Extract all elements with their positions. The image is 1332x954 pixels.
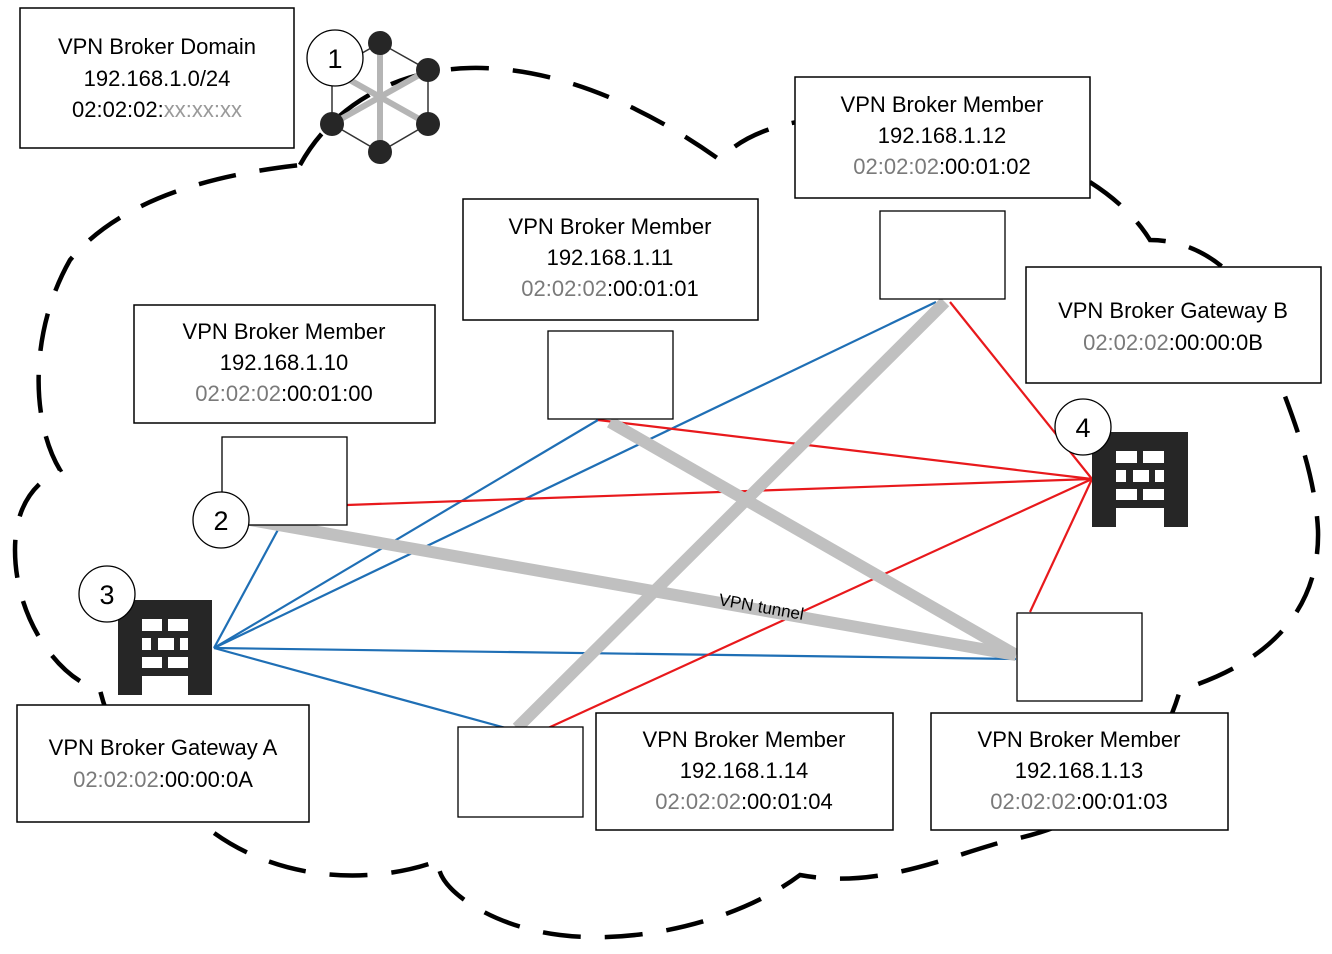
member-label-14: VPN Broker Member 192.168.1.14 02:02:02:… xyxy=(595,712,894,831)
svg-text:02:02:02:00:01:01: 02:02:02:00:01:01 xyxy=(521,276,698,301)
domain-subnet: 192.168.1.0/24 xyxy=(84,66,231,91)
marker-4: 4 xyxy=(1054,398,1112,456)
link-gwa-member-12 xyxy=(213,301,937,649)
domain-label-box: VPN Broker Domain 192.168.1.0/24 02:02:0… xyxy=(19,7,295,149)
svg-text:3: 3 xyxy=(99,580,114,610)
member-label-11: VPN Broker Member 192.168.1.11 02:02:02:… xyxy=(462,198,759,321)
member-node-12[interactable] xyxy=(879,210,1006,300)
svg-text:02:02:02:00:01:02: 02:02:02:00:01:02 xyxy=(853,154,1030,179)
broker-domain-cloud xyxy=(12,65,1321,940)
svg-text:02:02:02:00:01:04: 02:02:02:00:01:04 xyxy=(655,789,832,814)
domain-mac: 02:02:02:xx:xx:xx xyxy=(72,97,242,122)
svg-text:192.168.1.11: 192.168.1.11 xyxy=(547,245,674,270)
link-gwb-member-11 xyxy=(597,418,1093,481)
link-gwa-member-13 xyxy=(213,646,1017,661)
gateway-a-label: VPN Broker Gateway A 02:02:02:00:00:0A xyxy=(16,704,310,823)
vpn-tunnels xyxy=(248,297,1019,733)
svg-text:VPN Broker Member: VPN Broker Member xyxy=(643,727,846,752)
tunnel-label: VPN tunnel xyxy=(717,590,805,624)
svg-text:192.168.1.13: 192.168.1.13 xyxy=(1015,758,1143,783)
marker-2: 2 xyxy=(192,491,250,549)
svg-text:192.168.1.14: 192.168.1.14 xyxy=(680,758,808,783)
link-gwa-member-14 xyxy=(213,646,514,732)
firewall-icon xyxy=(1092,432,1188,527)
member-node-11[interactable] xyxy=(547,330,674,420)
member-label-12: VPN Broker Member 192.168.1.12 02:02:02:… xyxy=(794,76,1091,199)
svg-text:VPN Broker Member: VPN Broker Member xyxy=(183,319,386,344)
member-label-10: VPN Broker Member 192.168.1.10 02:02:02:… xyxy=(133,304,436,424)
svg-text:VPN Broker Gateway A: VPN Broker Gateway A xyxy=(49,735,278,760)
marker-3: 3 xyxy=(78,565,136,623)
tunnel-12-14 xyxy=(512,297,950,733)
svg-text:02:02:02:00:00:0B: 02:02:02:00:00:0B xyxy=(1083,330,1263,355)
svg-text:192.168.1.10: 192.168.1.10 xyxy=(220,350,348,375)
svg-text:4: 4 xyxy=(1075,413,1090,443)
member-node-14[interactable] xyxy=(457,726,584,818)
link-gwb-member-13 xyxy=(1029,478,1093,613)
svg-text:VPN Broker Member: VPN Broker Member xyxy=(841,92,1044,117)
firewall-icon xyxy=(118,600,212,695)
svg-text:2: 2 xyxy=(213,506,228,536)
marker-1: 1 xyxy=(306,29,364,87)
svg-text:VPN Broker Member: VPN Broker Member xyxy=(509,214,712,239)
link-gwa-member-11 xyxy=(213,419,599,649)
svg-text:VPN Broker Gateway B: VPN Broker Gateway B xyxy=(1058,298,1288,323)
svg-text:02:02:02:00:00:0A: 02:02:02:00:00:0A xyxy=(73,767,253,792)
gateway-b-label: VPN Broker Gateway B 02:02:02:00:00:0B xyxy=(1025,266,1322,384)
gateway-a-links xyxy=(213,301,1017,732)
link-gwb-member-14 xyxy=(547,477,1093,730)
tunnel-11-13 xyxy=(607,416,1019,661)
svg-text:02:02:02:00:01:00: 02:02:02:00:01:00 xyxy=(195,381,372,406)
svg-text:1: 1 xyxy=(327,44,342,74)
member-label-13: VPN Broker Member 192.168.1.13 02:02:02:… xyxy=(930,712,1229,831)
tunnel-10-13 xyxy=(248,514,1018,661)
link-gwa-member-10 xyxy=(213,525,281,649)
domain-title: VPN Broker Domain xyxy=(58,34,256,59)
member-node-13[interactable] xyxy=(1016,612,1143,702)
svg-text:192.168.1.12: 192.168.1.12 xyxy=(878,123,1006,148)
svg-text:02:02:02:00:01:03: 02:02:02:00:01:03 xyxy=(990,789,1167,814)
svg-text:VPN Broker Member: VPN Broker Member xyxy=(978,727,1181,752)
gateway-b-links xyxy=(346,301,1093,730)
link-gwb-member-10 xyxy=(346,477,1093,507)
